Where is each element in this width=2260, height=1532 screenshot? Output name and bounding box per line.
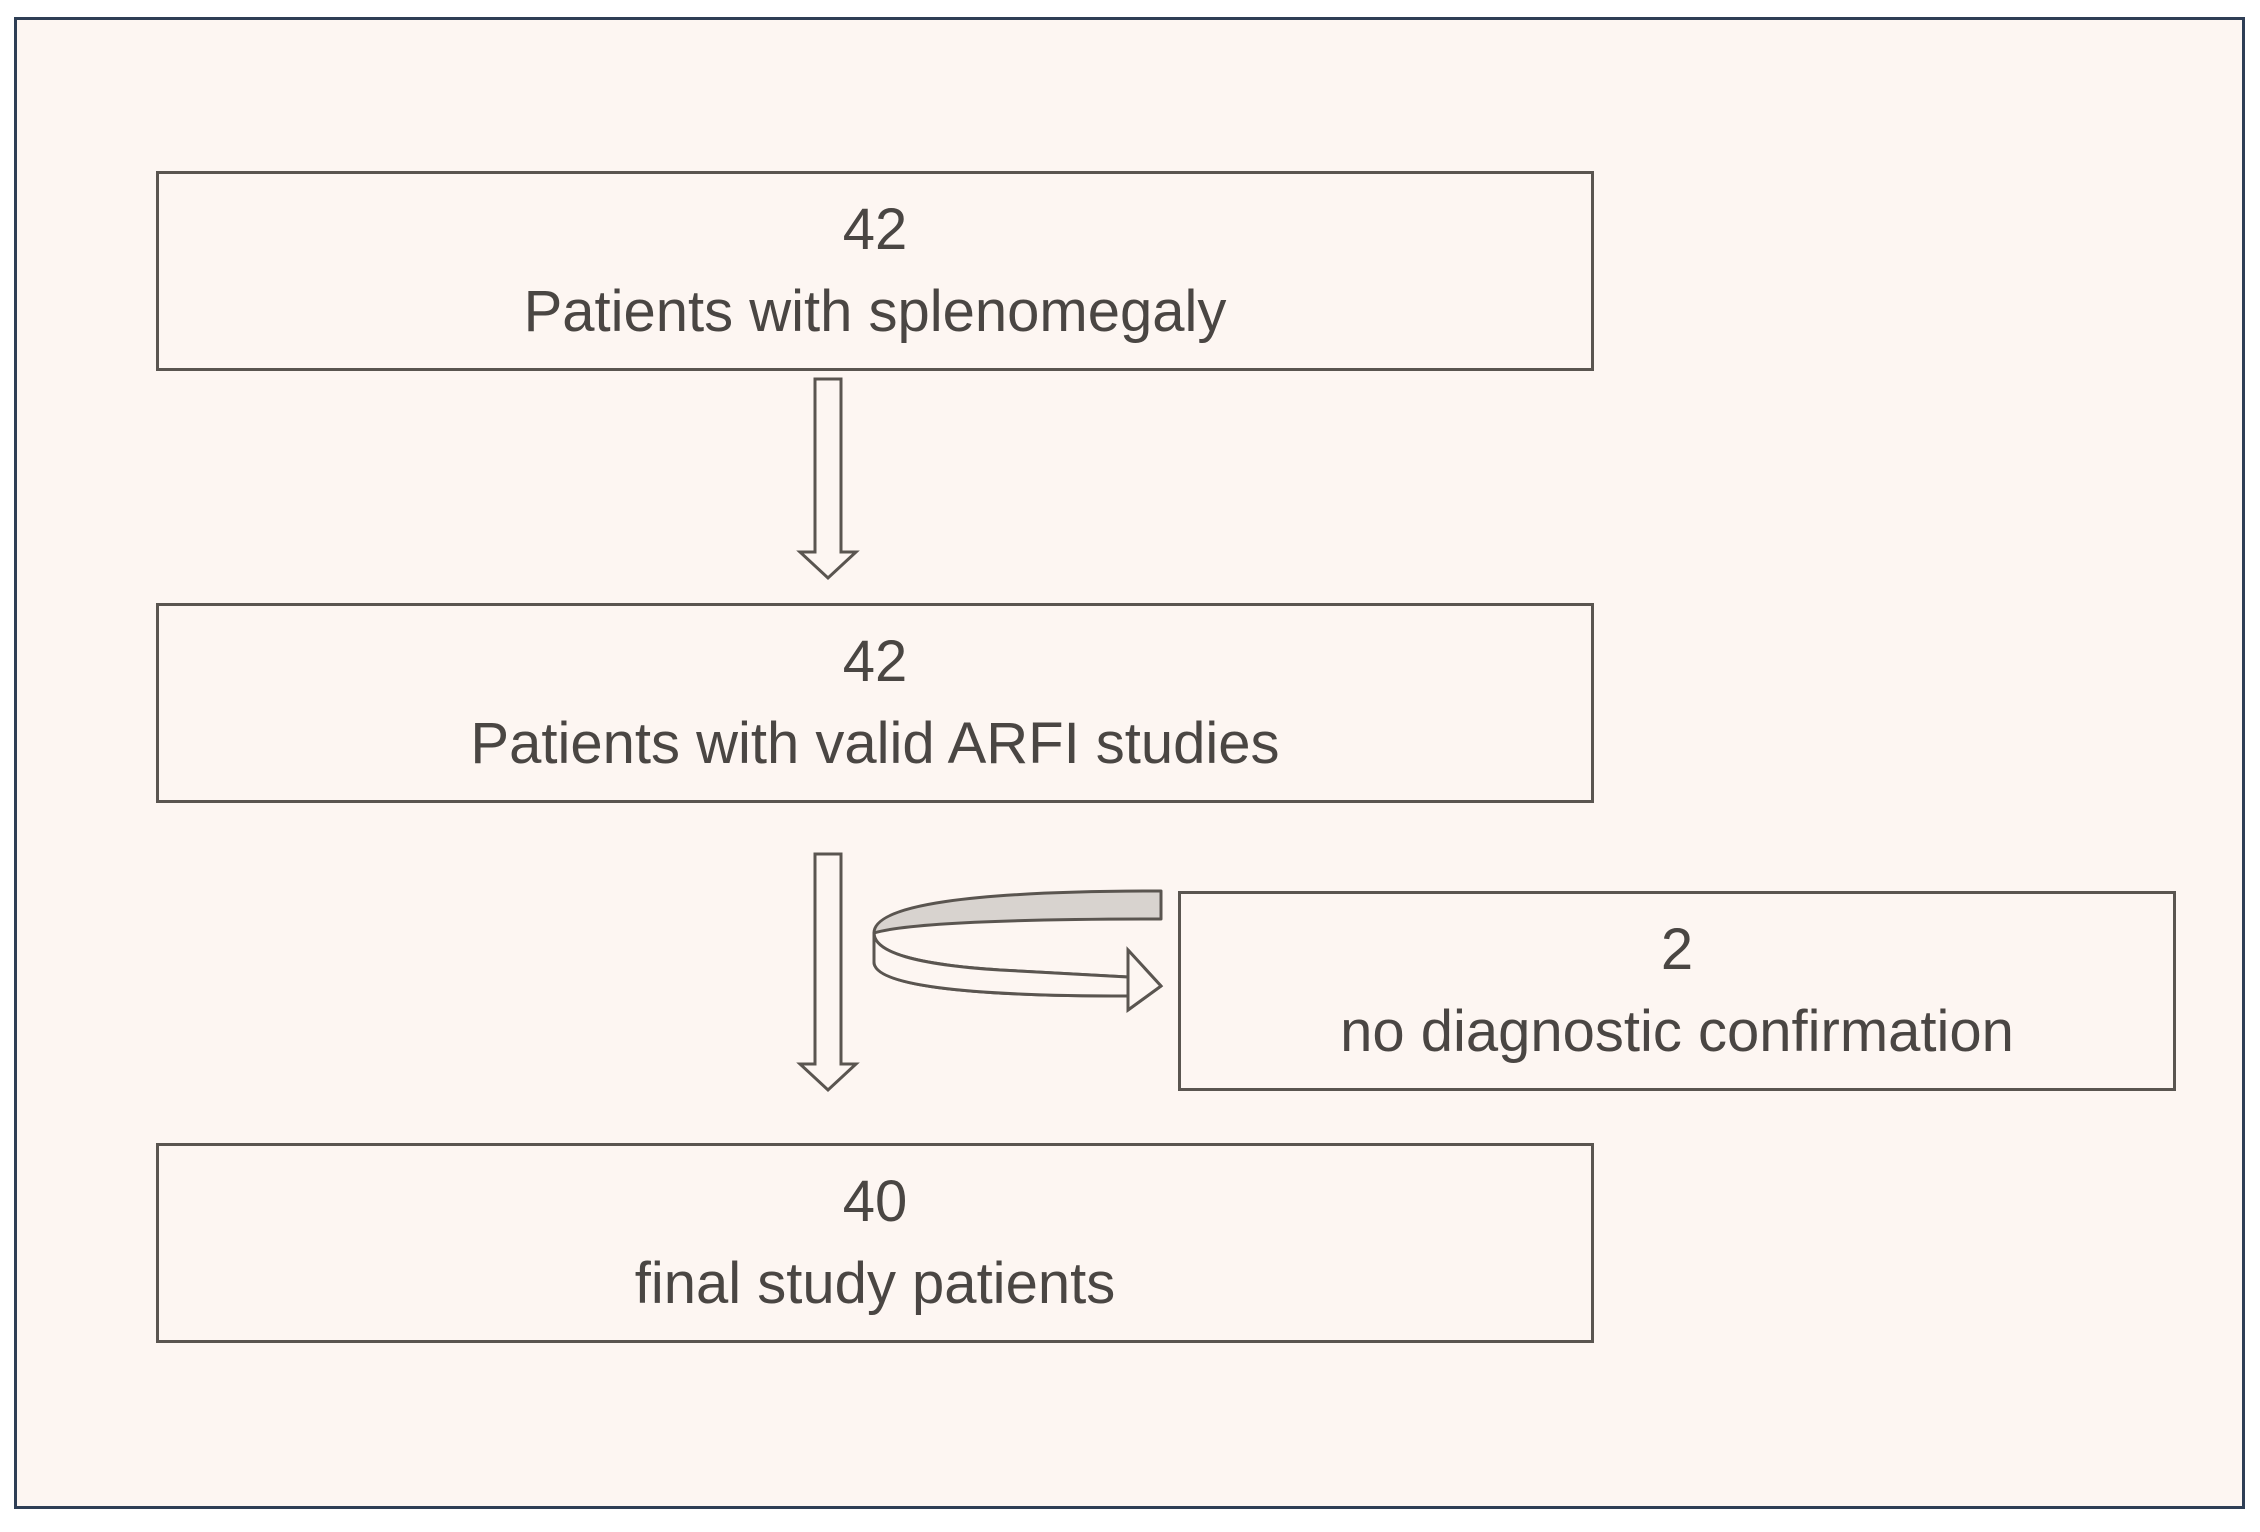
step-label: final study patients [634, 1251, 1116, 1316]
step-label: Patients with splenomegaly [523, 279, 1227, 344]
step-count: 40 [842, 1169, 908, 1234]
step-label: Patients with valid ARFI studies [470, 711, 1280, 776]
step-box-splenomegaly: 42 Patients with splenomegaly [156, 171, 1594, 371]
step-box-final: 40 final study patients [156, 1143, 1594, 1343]
down-arrow-1 [796, 377, 860, 581]
step-box-excluded: 2 no diagnostic confirmation [1178, 891, 2176, 1091]
exclusion-arrow-head [1126, 946, 1164, 1013]
step-count: 2 [1660, 917, 1694, 982]
down-arrow-2 [796, 852, 860, 1093]
exclusion-curved-arrow-front-fill [872, 931, 1130, 998]
step-box-valid-arfi: 42 Patients with valid ARFI studies [156, 603, 1594, 803]
step-count: 42 [842, 197, 908, 262]
step-count: 42 [842, 629, 908, 694]
step-label: no diagnostic confirmation [1340, 999, 2014, 1064]
